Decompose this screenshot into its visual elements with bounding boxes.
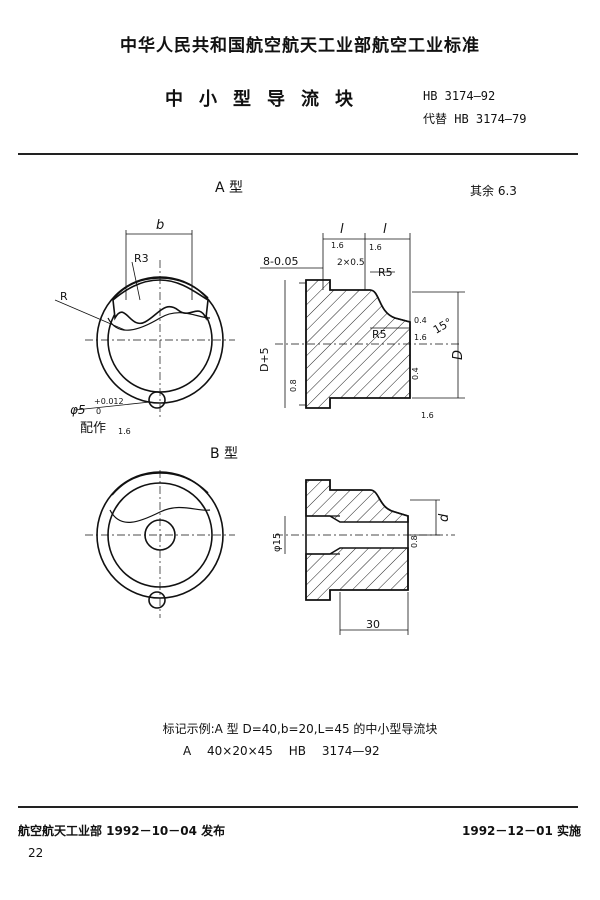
page-number: 22 <box>28 846 44 860</box>
type-b-front-view <box>85 470 235 618</box>
dim-hole-tol: +0.012 <box>94 397 124 406</box>
rough-left: 0.8 <box>289 379 298 392</box>
standard-code: HB 3174—92 <box>423 89 496 103</box>
type-a-front-view <box>54 230 235 420</box>
dim-hole: φ5 <box>70 403 86 417</box>
dim-r5-top: R5 <box>378 266 393 279</box>
rough-bottom: 1.6 <box>421 411 434 420</box>
dim-d: D <box>451 350 466 360</box>
effective-date: 1992－12－01 实施 <box>462 824 581 838</box>
dim-b: b <box>156 218 164 233</box>
issue-info: 航空航天工业部 1992－10－04 发布 <box>18 824 226 838</box>
dim-d-small: d <box>437 513 452 522</box>
dim-l2: l <box>383 222 387 237</box>
dim-chamfer-tol: 8-0.05 <box>263 255 298 268</box>
rough-top2: 1.6 <box>369 243 382 252</box>
document-title: 中小型导流块 <box>165 89 369 110</box>
type-b-section-view <box>305 479 409 601</box>
dim-r5-mid: R5 <box>372 328 387 341</box>
dim-angle: 15° <box>431 316 454 337</box>
dim-l1: l <box>340 222 344 237</box>
remaining-roughness: 其余 6.3 <box>470 183 517 198</box>
header-rule <box>18 153 578 155</box>
organization-header: 中华人民共和国航空航天工业部航空工业标准 <box>120 36 480 56</box>
dim-r: R <box>60 290 68 303</box>
dim-r3: R3 <box>134 252 149 265</box>
dim-hole-tol-low: 0 <box>96 407 101 416</box>
rough-side1: 0.4 <box>414 316 427 325</box>
footer-rule <box>18 806 578 808</box>
fit-note: 配作 <box>80 421 106 436</box>
marking-example-line2: A 40×20×45 HB 3174—92 <box>183 744 380 758</box>
dim-d-plus-5: D+5 <box>258 347 271 372</box>
type-b-label: B 型 <box>210 446 238 462</box>
type-a-label: A 型 <box>215 180 243 196</box>
replaces-code: 代替 HB 3174—79 <box>423 112 527 126</box>
rough-b: 0.8 <box>410 535 419 548</box>
rough-side3: 0.4 <box>411 367 420 380</box>
dim-length-30: 30 <box>366 618 380 631</box>
rough-top1: 1.6 <box>331 241 344 250</box>
dim-phi15: φ15 <box>272 533 283 552</box>
fit-rough: 1.6 <box>118 427 131 436</box>
rough-side2: 1.6 <box>414 333 427 342</box>
marking-example-line1: 标记示例:A 型 D=40,b=20,L=45 的中小型导流块 <box>162 722 438 736</box>
dim-groove: 2×0.5 <box>337 258 365 268</box>
